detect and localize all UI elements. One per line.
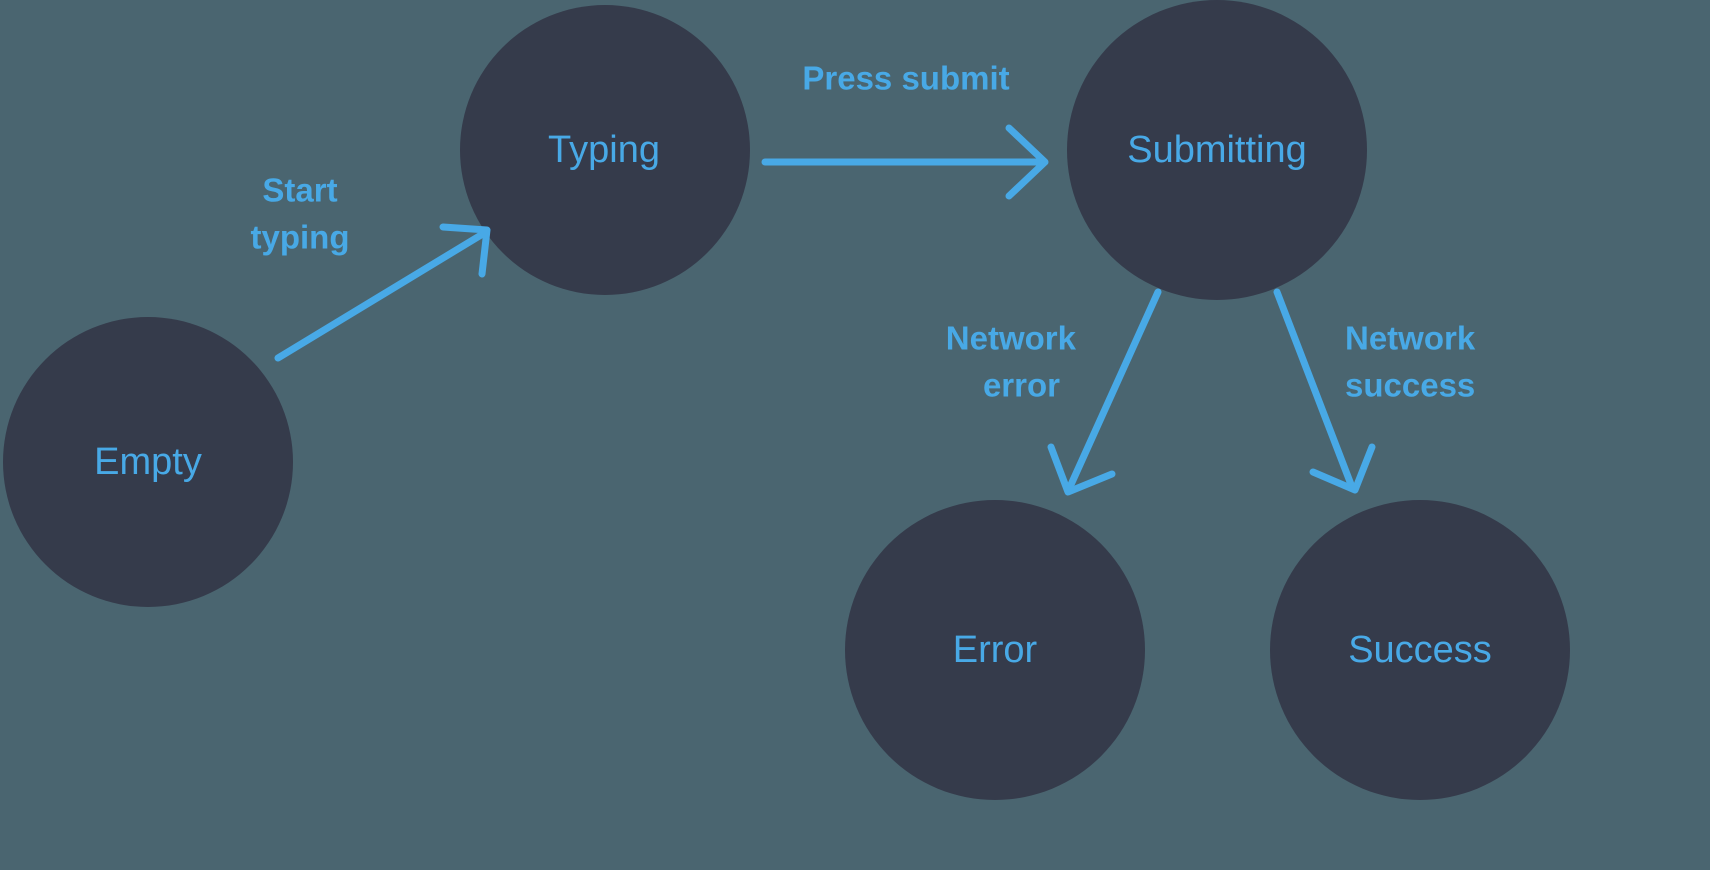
state-label-submitting: Submitting — [1127, 129, 1307, 171]
state-label-success: Success — [1348, 629, 1492, 671]
state-node-typing[interactable]: Typing — [460, 5, 750, 295]
transition-press-submit[interactable]: Press submit — [761, 60, 1049, 200]
arrow-line-network-error — [1065, 288, 1162, 493]
state-circle-typing[interactable] — [460, 5, 750, 295]
state-node-submitting[interactable]: Submitting — [1067, 0, 1367, 300]
arrowhead-network-success — [1309, 443, 1376, 494]
arrowhead-network-error — [1047, 443, 1116, 496]
transition-network-success[interactable]: Network success — [1273, 288, 1476, 494]
transition-label-network-error-line1: Network — [946, 320, 1077, 357]
transition-start-typing[interactable]: Start typing — [251, 172, 491, 362]
arrow-line-network-success — [1273, 288, 1356, 491]
state-circle-submitting[interactable] — [1067, 0, 1367, 300]
state-label-empty: Empty — [94, 441, 202, 483]
transition-label-network-error-line2: error — [983, 367, 1060, 404]
transition-label-press-submit: Press submit — [802, 60, 1009, 97]
state-label-error: Error — [953, 629, 1038, 671]
state-circle-success[interactable] — [1270, 500, 1570, 800]
state-circle-empty[interactable] — [3, 317, 293, 607]
transition-network-error[interactable]: Network error — [946, 288, 1162, 496]
state-node-error[interactable]: Error — [845, 500, 1145, 800]
transition-label-start-typing-line1: Start — [262, 172, 337, 209]
state-circle-error[interactable] — [845, 500, 1145, 800]
state-node-success[interactable]: Success — [1270, 500, 1570, 800]
arrow-line-start-typing — [274, 228, 490, 362]
arrowhead-press-submit — [1005, 124, 1049, 200]
arrowhead-start-typing — [439, 223, 491, 278]
transition-label-start-typing-line2: typing — [251, 219, 350, 256]
state-label-typing: Typing — [548, 129, 660, 171]
transition-label-network-success-line2: success — [1345, 367, 1475, 404]
transition-label-network-success-line1: Network — [1345, 320, 1476, 357]
state-node-empty[interactable]: Empty — [3, 317, 293, 607]
